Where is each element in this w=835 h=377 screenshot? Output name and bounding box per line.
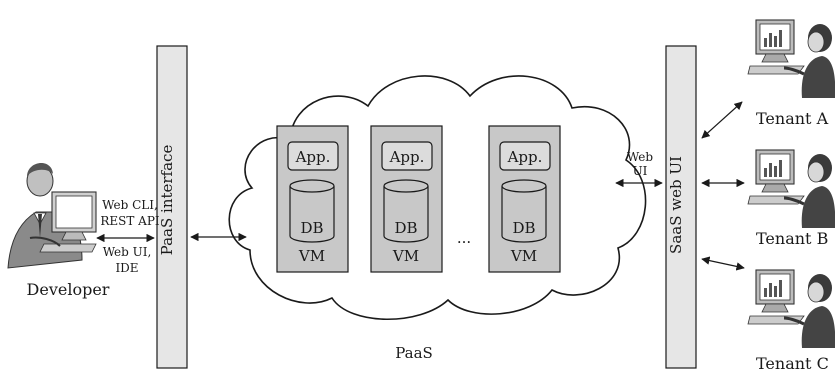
vm-label: VM [392,247,419,265]
tenant-b-icon [747,149,835,228]
app-box [287,141,339,171]
tenant-c-icon [747,269,835,348]
vm-label: VM [298,247,325,265]
developer-computer-icon [7,162,97,269]
vm-label: VM [510,247,537,265]
app-label: App. [389,148,425,166]
db-label: DB [300,219,323,237]
db-cylinder-icon [289,179,335,243]
developer-link-line2: REST API [100,214,160,228]
developer-link-line3: Web UI, [103,245,152,259]
app-label: App. [295,148,331,166]
web-ui-line1: Web [627,150,653,164]
tenant-b-label: Tenant B [756,229,828,248]
tenant-c-label: Tenant C [756,354,829,373]
vm-box-2: App. DB VM [370,125,443,273]
developer-label: Developer [27,280,110,299]
db-cylinder-icon [383,179,429,243]
developer-link-line1: Web CLI, [102,198,158,212]
db-cylinder-icon [501,179,547,243]
developer-link-line4: IDE [115,261,138,275]
saas-web-ui-bar [665,45,697,369]
vm-box-1: App. DB VM [276,125,349,273]
db-label: DB [394,219,417,237]
db-label: DB [512,219,535,237]
tenant-a-arrow [701,101,743,139]
app-box [381,141,433,171]
paas-interface-bar [156,45,188,369]
ellipsis: ... [457,229,471,247]
app-label: App. [507,148,543,166]
saas-web-ui-label: SaaS web UI [667,156,685,254]
tenant-a-icon [747,19,835,98]
paas-interface-label: PaaS interface [158,145,176,256]
developer-link-labels: Web CLI, REST API Web UI, IDE [100,198,160,275]
cloud-label: PaaS [395,344,433,362]
web-ui-line2: UI [633,164,648,178]
tenant-a-label: Tenant A [756,109,829,128]
vm-box-3: App. DB VM [488,125,561,273]
tenant-c-arrow [701,256,745,271]
app-box [499,141,551,171]
